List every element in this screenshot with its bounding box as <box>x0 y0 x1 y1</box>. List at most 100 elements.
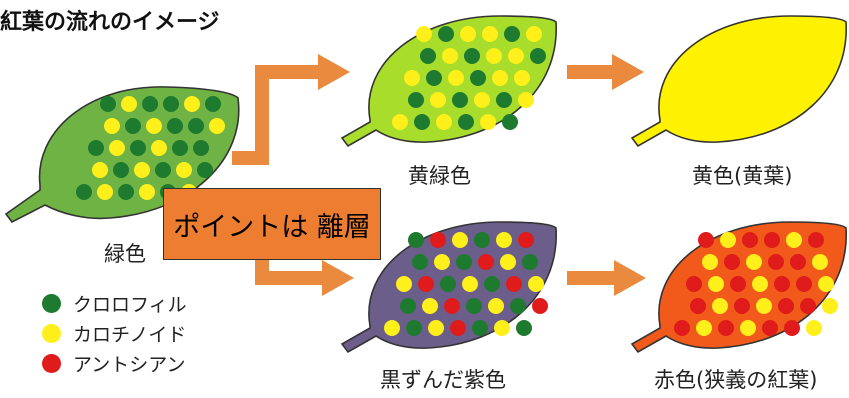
pigment-dot <box>418 276 434 292</box>
pigment-dot <box>163 96 179 112</box>
legend-label: クロロフィル <box>73 293 187 316</box>
pigment-dot <box>458 114 474 130</box>
pigment-dot <box>696 320 712 336</box>
pigment-dot <box>193 140 209 156</box>
pigment-dot <box>197 162 213 178</box>
legend: クロロフィル カロチノイド アントシアン <box>42 288 187 378</box>
pigment-dot <box>526 26 542 42</box>
arrow-to-yellow <box>567 54 644 90</box>
pigment-dot <box>430 92 446 108</box>
pigment-dot <box>518 232 534 248</box>
pigment-dot <box>438 26 454 42</box>
pigment-dot <box>690 298 706 314</box>
pigment-dot <box>404 70 420 86</box>
pigment-dot <box>502 114 518 130</box>
pigment-dot <box>416 26 432 42</box>
pigment-dot <box>698 232 714 248</box>
pigment-dot <box>822 298 838 314</box>
pigment-dot <box>784 320 800 336</box>
pigment-dot <box>756 298 772 314</box>
pigment-dot <box>396 276 412 292</box>
pigment-dot <box>151 140 167 156</box>
pigment-dot <box>76 184 92 200</box>
pigment-dot <box>488 298 504 314</box>
pigment-dot <box>702 254 718 270</box>
pigment-dot <box>209 118 225 134</box>
pigment-dot <box>139 184 155 200</box>
pigment-dot <box>104 118 120 134</box>
pigment-dot <box>492 70 508 86</box>
leaf-yellow <box>630 15 847 148</box>
legend-item-carotenoid: カロチノイド <box>42 318 187 348</box>
pigment-dot <box>146 118 162 134</box>
pigment-dot <box>100 96 116 112</box>
pigment-dot <box>720 232 736 248</box>
pigment-dot <box>478 254 494 270</box>
pigment-dot <box>97 184 113 200</box>
leaf-yellow-green <box>340 15 557 148</box>
pigment-dot <box>448 70 464 86</box>
pigment-dot <box>786 232 802 248</box>
pigment-dot <box>724 254 740 270</box>
carotenoid-dot-icon <box>42 323 61 343</box>
pigment-dot <box>428 320 444 336</box>
label-yellow-green: 黄緑色 <box>408 164 471 188</box>
pigment-dot <box>452 232 468 248</box>
pigment-dot <box>167 118 183 134</box>
pigment-dot <box>532 298 548 314</box>
arrow-upper-branch <box>232 54 350 165</box>
pigment-dot <box>408 232 424 248</box>
pigment-dot <box>752 276 768 292</box>
pigment-dot <box>121 96 137 112</box>
pigment-dot <box>778 298 794 314</box>
label-dark-purple: 黒ずんだ紫色 <box>380 368 506 392</box>
pigment-dot <box>118 184 134 200</box>
callout-box: ポイントは 離層 <box>163 188 381 260</box>
pigment-dot <box>474 92 490 108</box>
label-green: 緑色 <box>104 242 146 266</box>
pigment-dot <box>800 298 816 314</box>
pigment-dot <box>408 92 424 108</box>
pigment-dot <box>516 320 532 336</box>
pigment-dot <box>500 254 516 270</box>
pigment-dot <box>462 276 478 292</box>
pigment-dot <box>504 26 520 42</box>
pigment-dot <box>426 70 442 86</box>
pigment-dot <box>790 254 806 270</box>
pigment-dot <box>412 254 428 270</box>
pigment-dot <box>482 26 498 42</box>
pigment-dot <box>484 276 500 292</box>
pigment-dot <box>460 26 476 42</box>
pigment-dot <box>134 162 150 178</box>
pigment-dot <box>466 298 482 314</box>
pigment-dot <box>712 298 728 314</box>
pigment-dot <box>514 70 530 86</box>
leaf-dark-purple <box>340 221 557 354</box>
pigment-dot <box>464 48 480 64</box>
page-title: 紅葉の流れのイメージ <box>0 10 220 35</box>
arrow-to-red <box>567 260 646 296</box>
pigment-dot <box>155 162 171 178</box>
pigment-dot <box>496 92 512 108</box>
pigment-dot <box>518 92 534 108</box>
pigment-dot <box>384 320 400 336</box>
pigment-dot <box>522 254 538 270</box>
pigment-dot <box>470 70 486 86</box>
pigment-dot <box>674 320 690 336</box>
pigment-dot <box>406 320 422 336</box>
pigment-dot <box>184 96 200 112</box>
legend-label: アントシアン <box>73 353 186 376</box>
pigment-dot <box>442 48 458 64</box>
pigment-dot <box>796 276 812 292</box>
pigment-dot <box>444 298 460 314</box>
pigment-dot <box>734 298 750 314</box>
pigment-dot <box>762 320 778 336</box>
legend-item-chlorophyll: クロロフィル <box>42 288 187 318</box>
pigment-dot <box>130 140 146 156</box>
pigment-dot <box>746 254 762 270</box>
pigment-dot <box>450 320 466 336</box>
pigment-dot <box>812 254 828 270</box>
pigment-dot <box>506 276 522 292</box>
legend-item-anthocyanin: アントシアン <box>42 348 187 378</box>
